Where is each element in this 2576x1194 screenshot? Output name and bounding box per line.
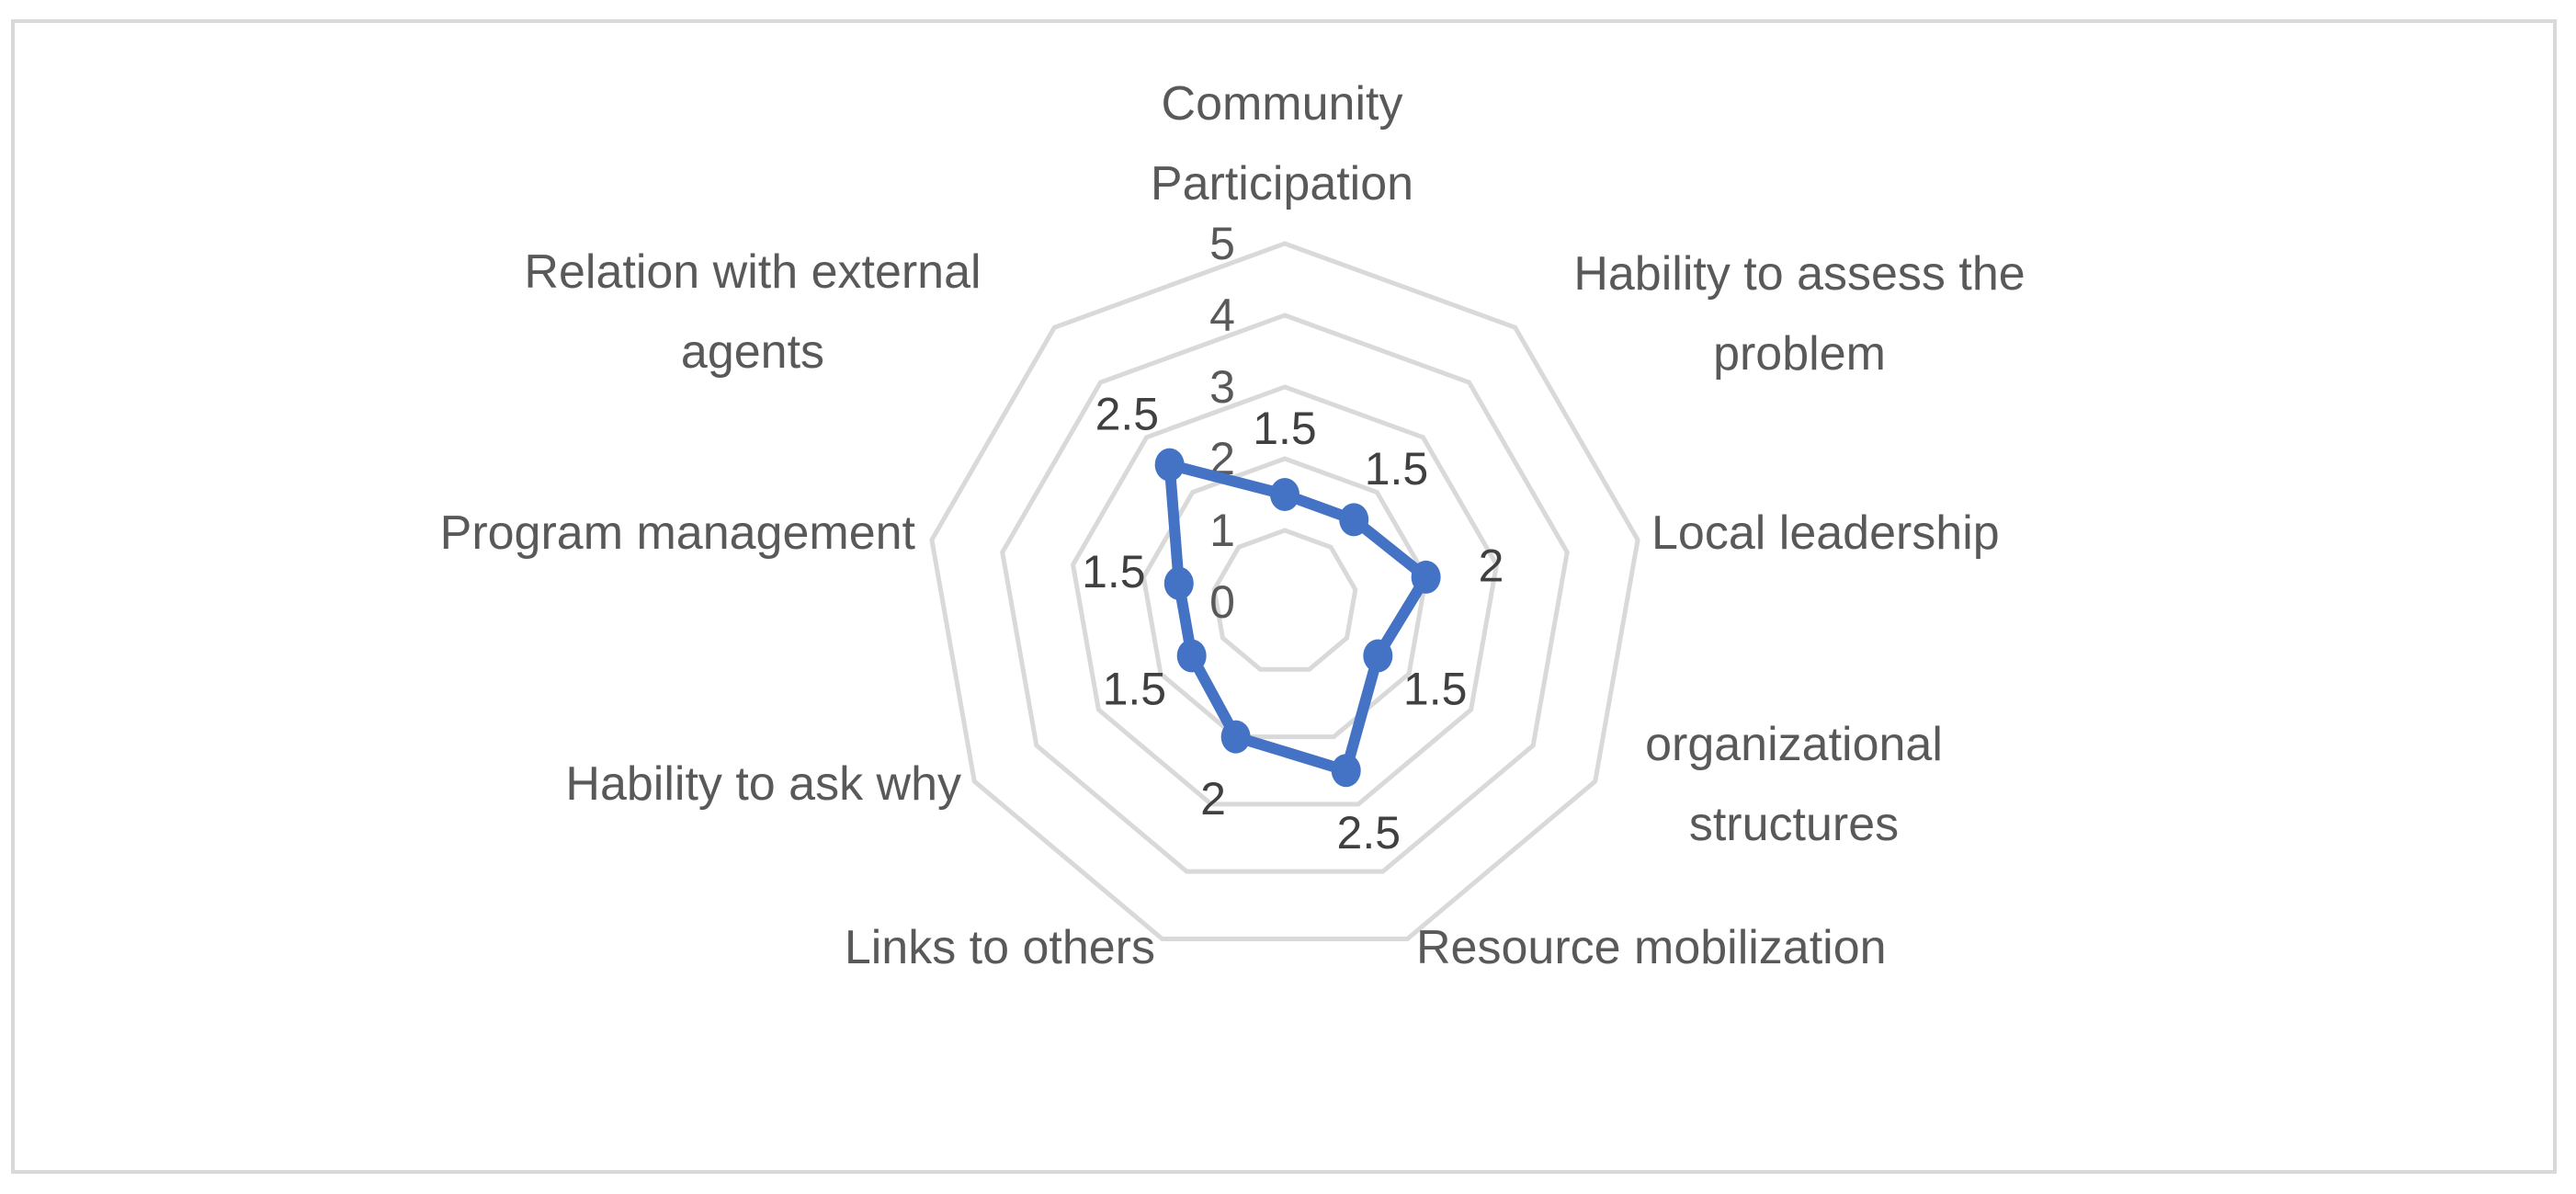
grid-ring-5 (929, 241, 1640, 941)
data-label: 2 (1200, 773, 1226, 824)
grid-ring-2 (1140, 456, 1429, 740)
category-label: Hability to assess the problem (1573, 247, 2025, 381)
tick-label: 1 (1209, 505, 1235, 556)
category-label-line: problem (1713, 327, 1886, 381)
grid-ring-1 (1211, 528, 1358, 672)
category-label-line: Hability to ask why (565, 757, 961, 811)
data-label: 1.5 (1403, 664, 1468, 715)
data-point (1176, 639, 1207, 673)
category-label: organizational structures (1645, 718, 1943, 851)
data-label: 2 (1479, 540, 1504, 591)
category-label-line: Program management (440, 506, 916, 560)
category-label: Program management (440, 506, 916, 560)
category-label-line: Links to others (845, 921, 1155, 974)
data-label: 1.5 (1103, 664, 1167, 715)
data-point (1331, 754, 1361, 788)
category-label: Hability to ask why (565, 757, 961, 811)
tick-label: 4 (1209, 290, 1235, 341)
category-label: Resource mobilization (1416, 921, 1887, 974)
category-label-line: Community (1162, 77, 1403, 131)
data-point (1220, 720, 1251, 754)
grid-ring-4 (1000, 313, 1570, 874)
grid-ring-3 (1070, 384, 1500, 807)
series-group (1154, 448, 1441, 788)
data-label: 1.5 (1253, 403, 1317, 454)
category-label-line: Hability to assess the (1573, 247, 2025, 301)
tick-label: 5 (1209, 218, 1235, 269)
category-label-line: organizational (1645, 718, 1943, 771)
data-labels: 1.5 1.5 2 1.5 2.5 2 1.5 1.5 2.5 (1082, 388, 1504, 858)
category-label: Local leadership (1651, 506, 2000, 560)
category-label-line: Resource mobilization (1416, 921, 1887, 974)
tick-label: 0 (1209, 576, 1235, 628)
data-point (1363, 639, 1393, 673)
data-point (1154, 448, 1185, 482)
data-point (1163, 566, 1194, 600)
series-line (1163, 459, 1432, 777)
category-label: Links to others (845, 921, 1155, 974)
radar-grid (929, 241, 1640, 941)
category-label-line: agents (681, 325, 824, 379)
category-label-line: Participation (1151, 157, 1413, 210)
tick-label: 3 (1209, 361, 1235, 413)
data-point (1270, 478, 1299, 511)
data-label: 1.5 (1365, 443, 1429, 495)
chart-frame (11, 19, 2557, 1174)
category-label-line: structures (1689, 798, 1899, 851)
category-label: Relation with external agents (524, 245, 981, 379)
category-label-line: Local leadership (1651, 506, 2000, 560)
data-point (1339, 503, 1369, 537)
data-label: 2.5 (1095, 388, 1160, 439)
data-label: 2.5 (1337, 807, 1401, 859)
data-label: 1.5 (1082, 546, 1146, 597)
category-label-line: Relation with external (524, 245, 981, 299)
data-point (1411, 560, 1441, 594)
